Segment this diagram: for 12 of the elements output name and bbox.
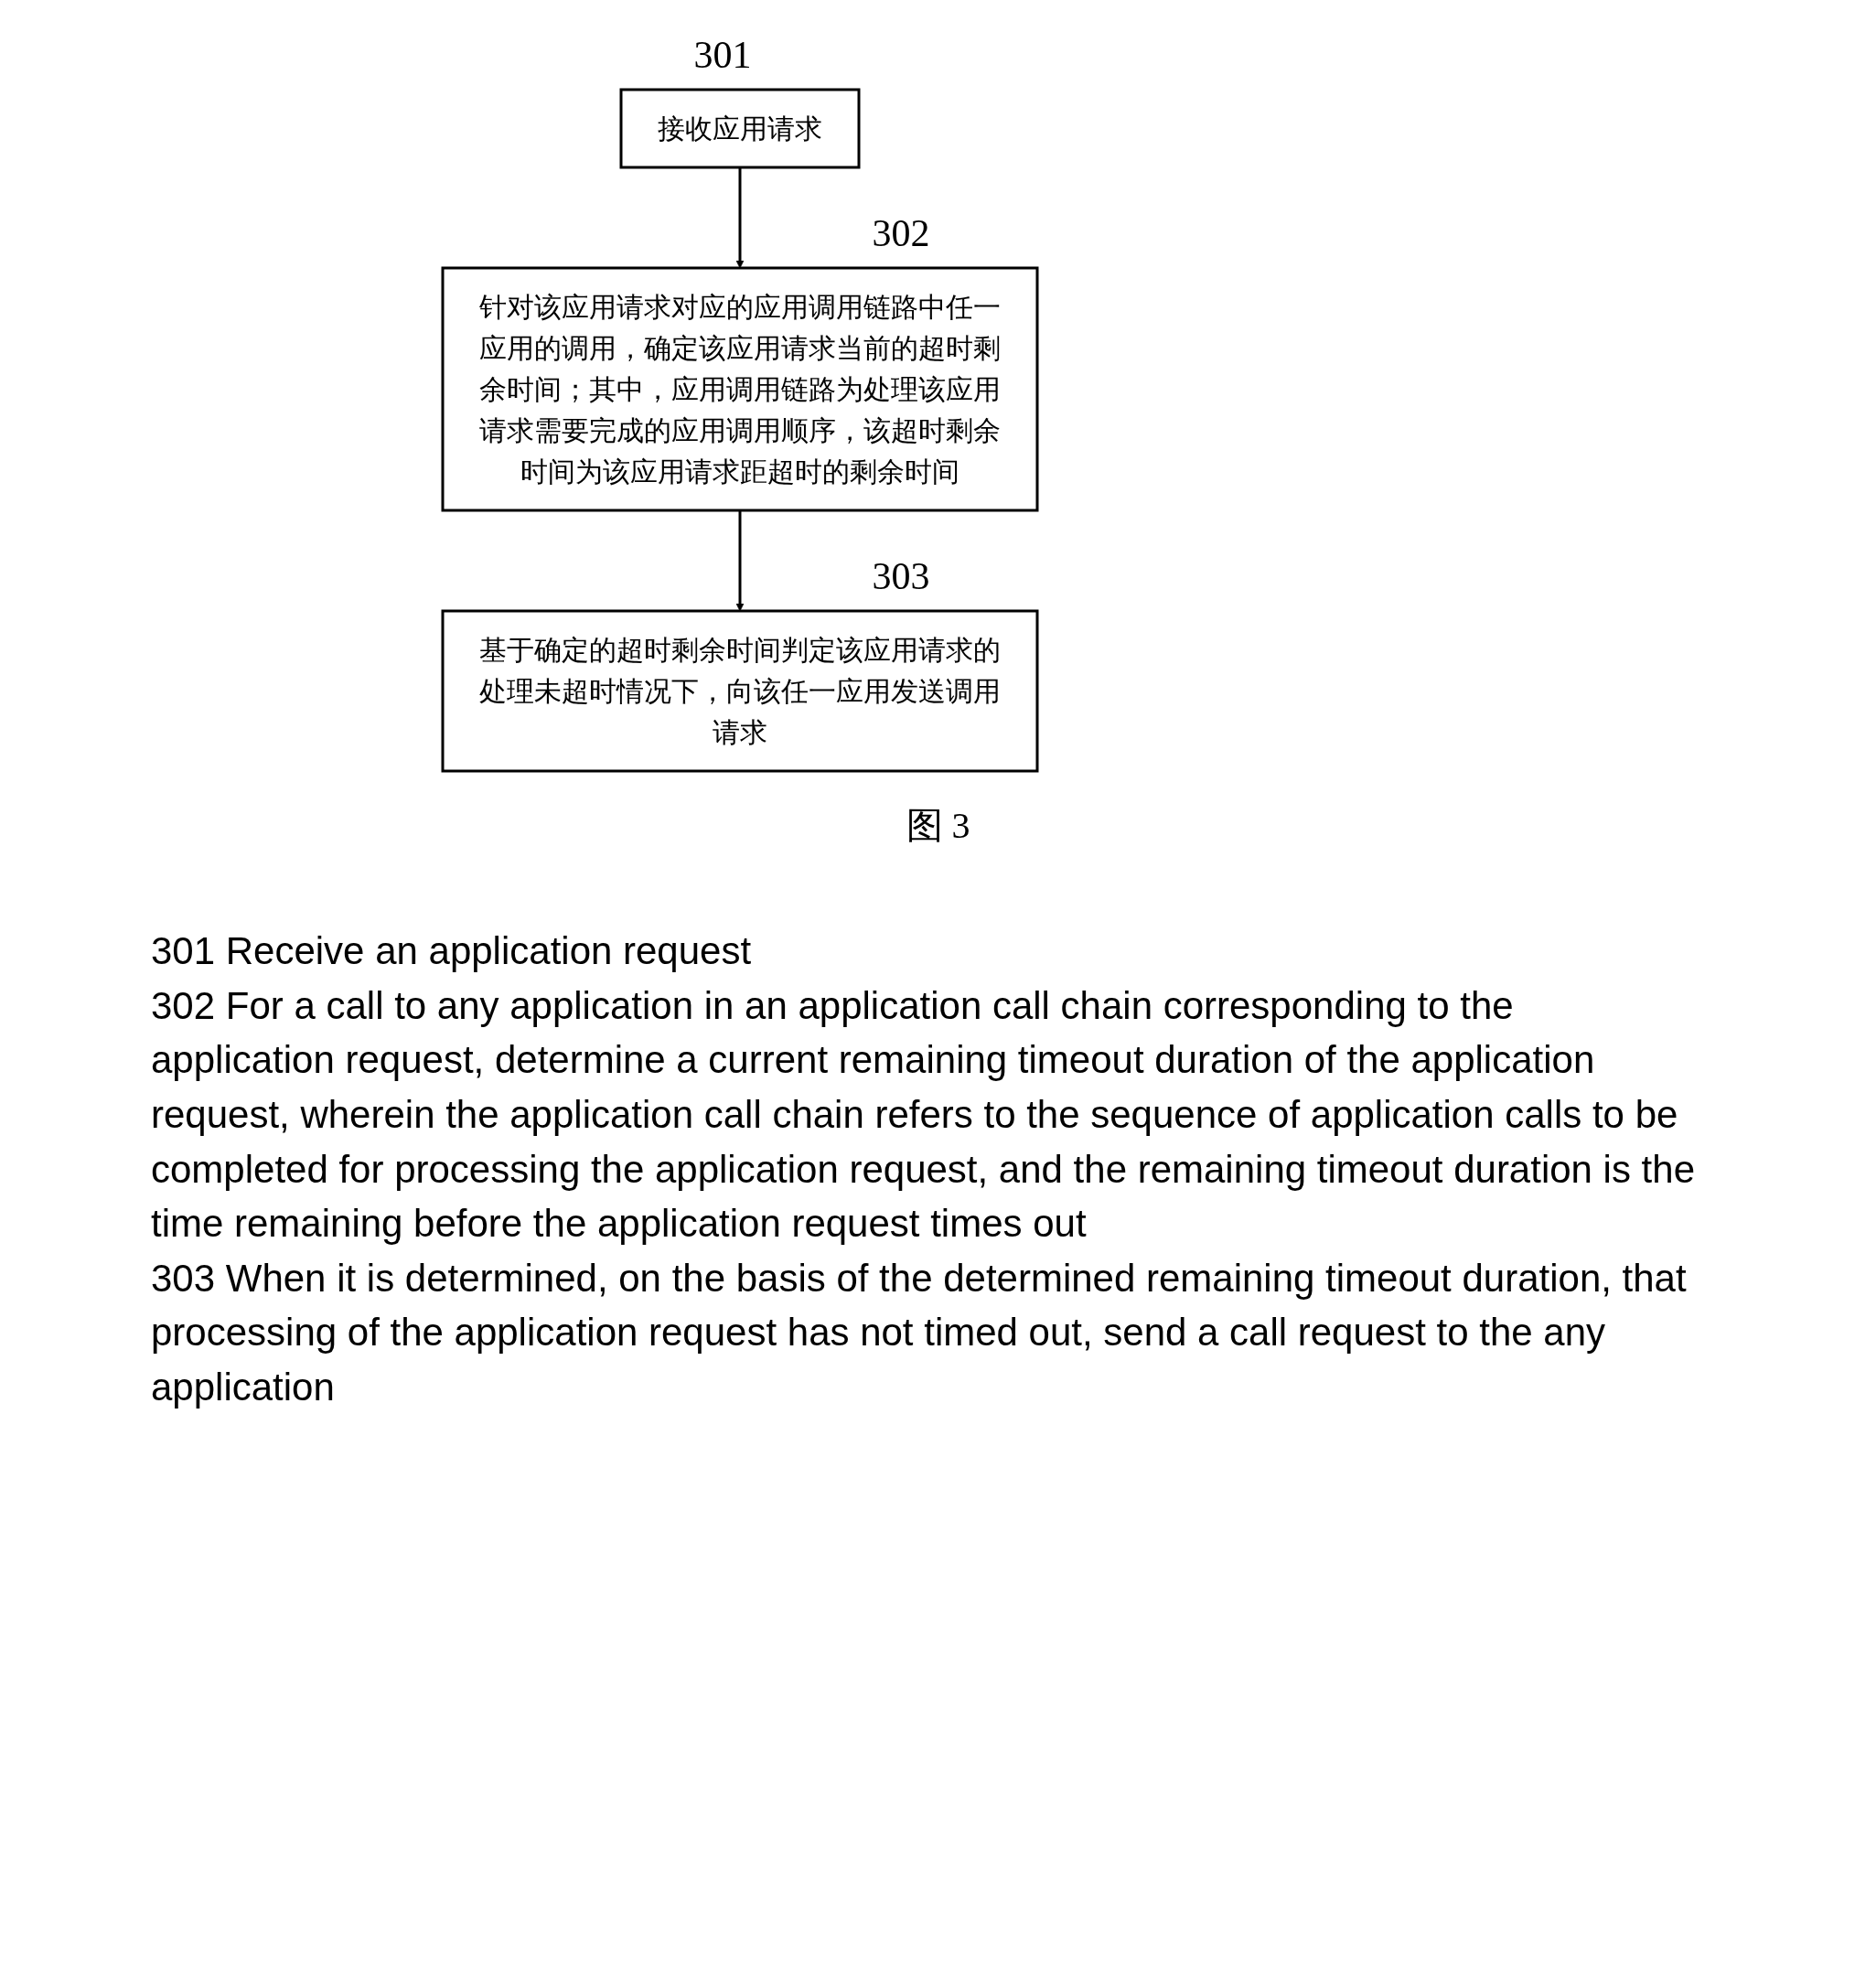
node-box: 基于确定的超时剩余时间判定该应用请求的处理未超时情况下，向该任一应用发送调用请求 xyxy=(441,609,1038,773)
step-number: 302 xyxy=(872,211,930,255)
step-description: 303 When it is determined, on the basis of the determined remaining timeout duration, that processing of the application request has not timed out, send a call request to the any application xyxy=(151,1255,1688,1410)
node-box: 接收应用请求 xyxy=(619,88,860,169)
arrow xyxy=(735,510,744,612)
node-box: 针对该应用请求对应的应用调用链路中任一应用的调用，确定该应用请求当前的超时剩余时间；其中，应用调用链路为处理该应用请求需要完成的应用调用顺序，该超时剩余时间为该应用请求距超时的剩余时间 xyxy=(441,266,1038,512)
figure-caption: 图 3 xyxy=(905,804,971,848)
arrow xyxy=(735,167,744,269)
step-number: 303 xyxy=(872,554,930,598)
step-description: 301 Receive an application request xyxy=(151,928,753,974)
step-description: 302 For a call to any application in an application call chain corresponding to the application request, determine a current remaining timeout duration of the application request, wherein the application call chain refers to the sequence of application calls to be completed for processing the application request, and the remaining timeout duration is the time remaining before the application request times out xyxy=(151,982,1696,1248)
step-number: 301 xyxy=(693,33,752,77)
